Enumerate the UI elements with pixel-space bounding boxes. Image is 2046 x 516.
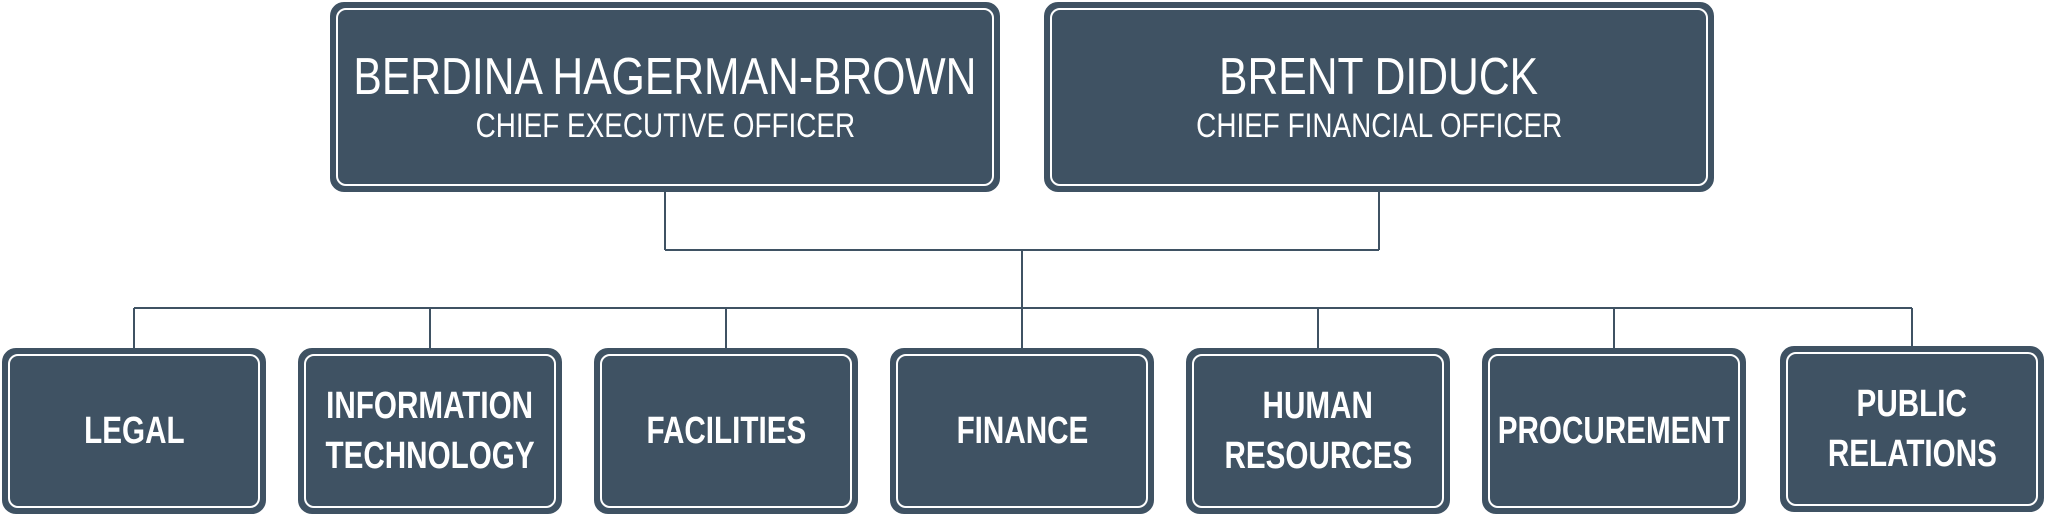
ceo-title: CHIEF EXECUTIVE OFFICER xyxy=(475,107,855,145)
dept-box-facilities: FACILITIES xyxy=(594,348,858,514)
dept-label-legal: LEGAL xyxy=(83,410,185,452)
dept-label-human: HUMAN xyxy=(1262,385,1374,427)
dept-box-information-technology: INFORMATION TECHNOLOGY xyxy=(298,348,562,514)
ceo-box: BERDINA HAGERMAN-BROWN CHIEF EXECUTIVE O… xyxy=(330,2,1000,192)
dept-box-legal: LEGAL xyxy=(2,348,266,514)
cfo-box: BRENT DIDUCK CHIEF FINANCIAL OFFICER xyxy=(1044,2,1714,192)
dept-box-public-relations: PUBLIC RELATIONS xyxy=(1780,346,2044,512)
dept-label-finance: FINANCE xyxy=(956,410,1088,452)
ceo-name: BERDINA HAGERMAN-BROWN xyxy=(353,48,977,106)
dept-box-finance: FINANCE xyxy=(890,348,1154,514)
dept-label-facilities: FACILITIES xyxy=(646,410,806,452)
dept-box-human-resources: HUMAN RESOURCES xyxy=(1186,348,1450,514)
cfo-title: CHIEF FINANCIAL OFFICER xyxy=(1195,107,1563,145)
dept-label-procurement: PROCUREMENT xyxy=(1497,410,1731,452)
dept-label-technology: TECHNOLOGY xyxy=(325,435,535,477)
dept-label-information: INFORMATION xyxy=(326,385,534,427)
cfo-name: BRENT DIDUCK xyxy=(1219,48,1539,106)
dept-label-public: PUBLIC xyxy=(1856,383,1968,425)
dept-label-resources: RESOURCES xyxy=(1224,435,1412,477)
dept-label-relations: RELATIONS xyxy=(1827,433,1997,475)
dept-box-procurement: PROCUREMENT xyxy=(1482,348,1746,514)
